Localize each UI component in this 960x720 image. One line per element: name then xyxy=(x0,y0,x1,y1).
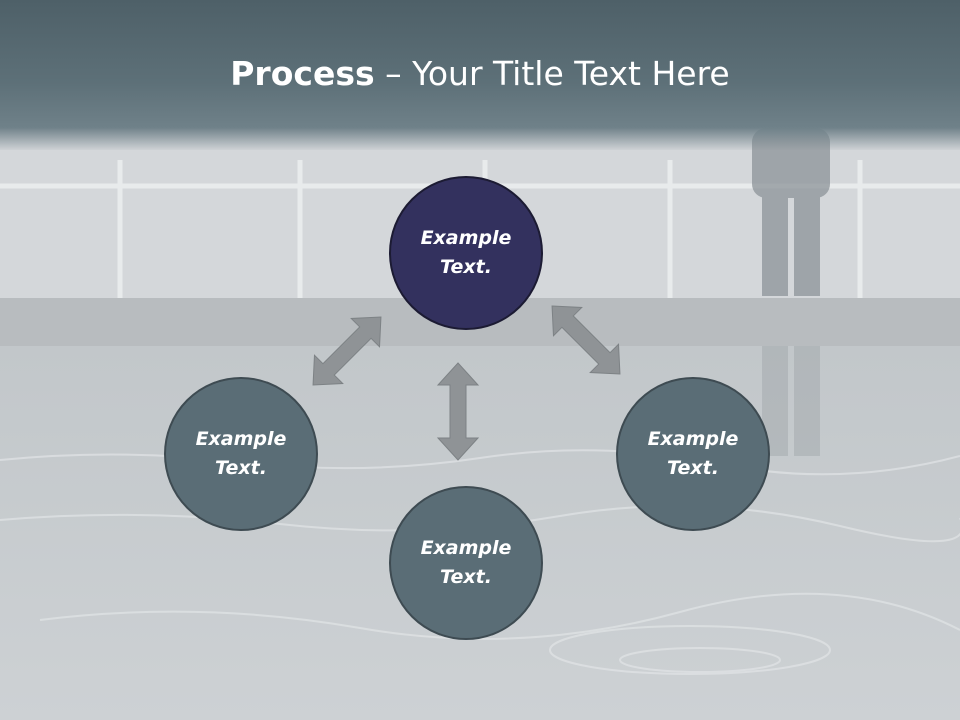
process-node-left[interactable]: Example Text. xyxy=(164,377,318,531)
person-reflection xyxy=(762,346,820,456)
double-arrow-vertical xyxy=(436,362,480,461)
process-node-right[interactable]: Example Text. xyxy=(616,377,770,531)
double-arrow-right-diagonal xyxy=(551,305,621,375)
node-left-text: Example Text. xyxy=(195,428,287,479)
process-node-center[interactable]: Example Text. xyxy=(389,176,543,330)
title-rest: – Your Title Text Here xyxy=(374,54,730,93)
double-arrow-left-diagonal xyxy=(312,316,382,386)
node-right-text: Example Text. xyxy=(647,428,739,479)
node-bottom-text: Example Text. xyxy=(420,537,512,588)
title-strong: Process xyxy=(230,54,375,93)
process-node-bottom[interactable]: Example Text. xyxy=(389,486,543,640)
node-center-text: Example Text. xyxy=(420,227,512,278)
slide-title: Process – Your Title Text Here xyxy=(0,52,960,96)
title-band xyxy=(0,0,960,150)
water-ripples xyxy=(0,449,960,675)
